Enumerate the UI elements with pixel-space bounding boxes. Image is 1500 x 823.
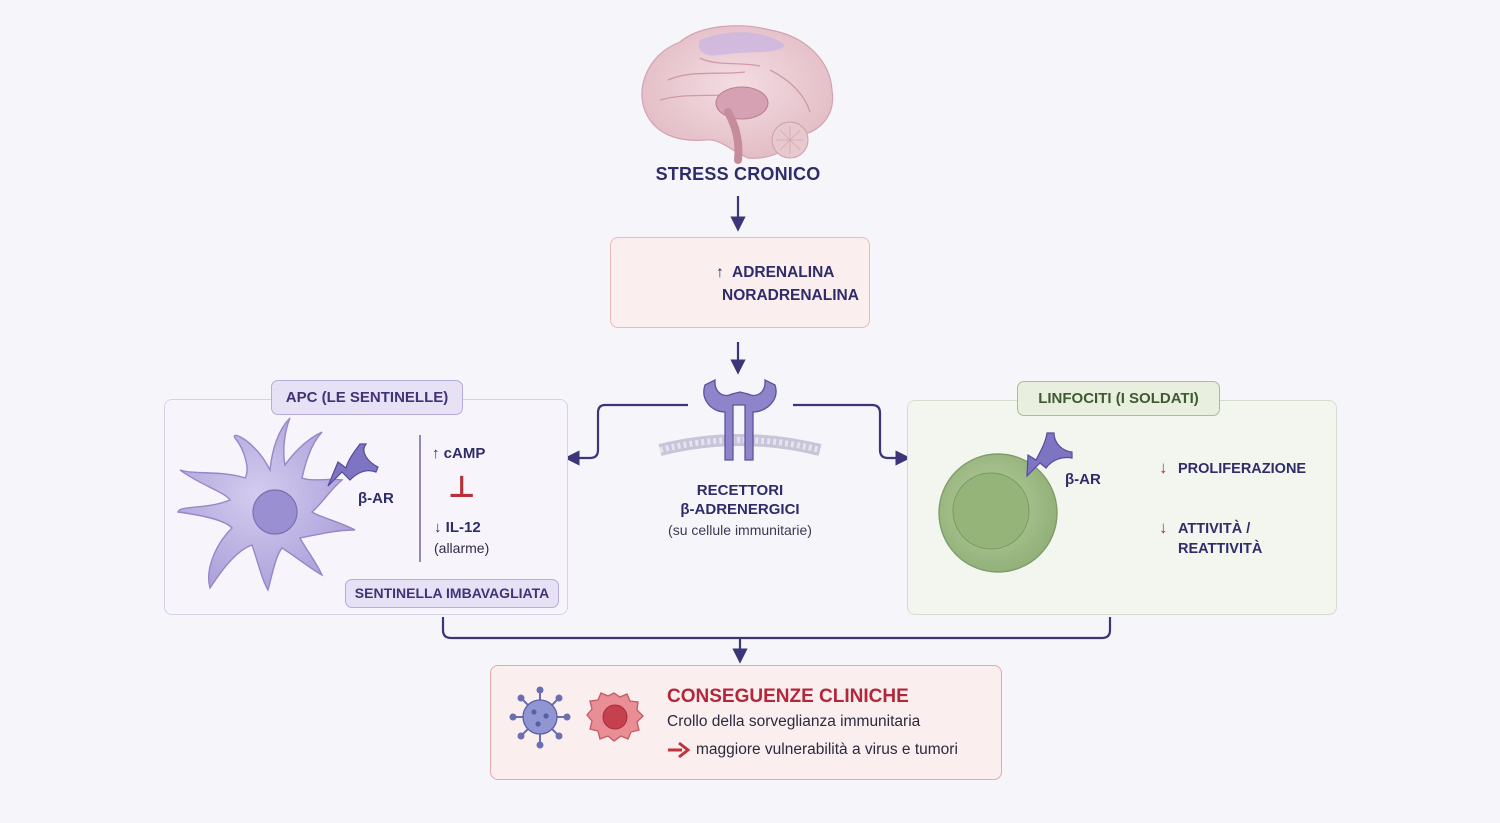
beta-receptor-icon bbox=[703, 378, 777, 461]
receptor-title-1: RECETTORI bbox=[696, 482, 784, 499]
lymph-down-arrow-1: ↓ bbox=[1159, 458, 1168, 477]
lymph-receptor-label: β-AR bbox=[1065, 471, 1101, 488]
consequences-panel bbox=[490, 665, 1002, 780]
receptor-title-2: β-ADRENERGICI bbox=[680, 501, 800, 518]
apc-camp: ↑ cAMP bbox=[432, 445, 486, 462]
hormone-adrenalina: ADRENALINA bbox=[732, 264, 835, 281]
apc-gagged-badge: SENTINELLA IMBAVAGLIATA bbox=[345, 579, 559, 608]
cell-membrane-icon bbox=[658, 434, 822, 456]
stress-title: STRESS CRONICO bbox=[655, 164, 821, 184]
apc-tag: APC (LE SENTINELLE) bbox=[271, 380, 463, 415]
receptor-subtitle: (su cellule immunitarie) bbox=[668, 522, 812, 538]
apc-inhibit-symbol: ⊥ bbox=[448, 471, 476, 504]
arrow-receptor-lymph bbox=[793, 403, 911, 466]
consequences-title: CONSEGUENZE CLINICHE bbox=[667, 686, 909, 707]
apc-il12: ↓ IL-12 bbox=[434, 519, 481, 536]
brain-icon bbox=[641, 25, 834, 164]
lymphocyte-panel bbox=[907, 400, 1337, 615]
hormone-box: ↑ ADRENALINA NORADRENALINA bbox=[610, 237, 870, 328]
consequences-line-2: maggiore vulnerabilità a virus e tumori bbox=[696, 741, 958, 758]
arrow-merge-line bbox=[441, 617, 1112, 640]
lymph-effect-proliferation: PROLIFERAZIONE bbox=[1178, 461, 1307, 477]
lymphocyte-tag: LINFOCITI (I SOLDATI) bbox=[1017, 381, 1220, 416]
arrow-receptor-apc bbox=[564, 403, 688, 466]
lymph-effect-activity-1: ATTIVITÀ / bbox=[1178, 521, 1251, 537]
hormone-up-arrow: ↑ bbox=[716, 264, 724, 281]
hormone-noradrenalina: NORADRENALINA bbox=[722, 287, 859, 304]
apc-il12-note: (allarme) bbox=[434, 540, 490, 556]
lymph-effect-activity-2: REATTIVITÀ bbox=[1178, 541, 1263, 557]
consequences-line-1: Crollo della sorveglianza immunitaria bbox=[667, 713, 921, 730]
apc-receptor-label: β-AR bbox=[358, 490, 394, 507]
lymph-down-arrow-2: ↓ bbox=[1159, 518, 1168, 537]
